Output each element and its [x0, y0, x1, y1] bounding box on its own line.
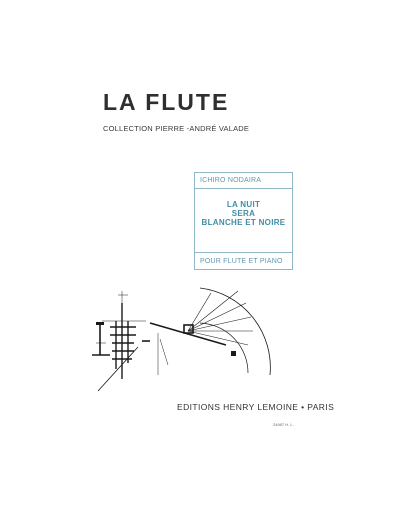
- collection-label: COLLECTION PIERRE -ANDRÉ VALADE: [103, 124, 250, 133]
- box-divider-top: [195, 188, 292, 189]
- artwork-diagonal-bar: [149, 322, 227, 346]
- work-title-line-1: LA NUIT: [226, 200, 261, 209]
- title-box: ICHIRO NODAIRA LA NUIT SERA BLANCHE ET N…: [194, 172, 293, 270]
- series-title: LA FLUTE: [103, 89, 230, 115]
- box-divider-bottom: [195, 252, 292, 253]
- artwork-arc-inner: [199, 322, 249, 374]
- artwork-cross: [92, 323, 110, 356]
- artwork-arc-outer: [199, 287, 271, 376]
- work-title-line-3: BLANCHE ET NOIRE: [201, 218, 286, 227]
- artwork-thin-diagonal: [97, 346, 139, 392]
- catalog-number: 24987 H. L.: [273, 422, 294, 427]
- instrumentation-label: POUR FLUTE ET PIANO: [200, 258, 283, 265]
- artwork-guides: [96, 291, 169, 375]
- publisher-imprint: EDITIONS HENRY LEMOINE • PARIS: [177, 402, 335, 412]
- artwork-ladder: [110, 303, 136, 379]
- composer-name: ICHIRO NODAIRA: [200, 177, 262, 184]
- abstract-artwork: [92, 287, 271, 392]
- work-title-line-2: SERA: [231, 209, 256, 218]
- artwork-black-square: [231, 351, 236, 356]
- artwork-black-bar: [96, 322, 104, 325]
- artwork-small-square: [183, 324, 194, 334]
